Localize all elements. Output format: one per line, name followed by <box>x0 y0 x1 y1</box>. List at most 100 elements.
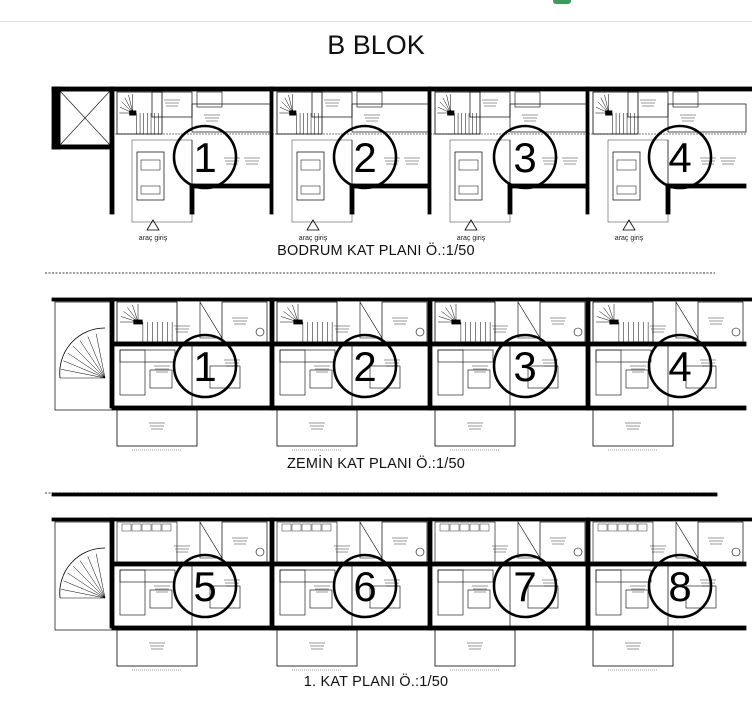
wc <box>356 91 383 108</box>
sofa-icon <box>595 569 652 583</box>
storage-room <box>351 103 431 133</box>
stair-newel <box>133 319 143 325</box>
wall <box>587 561 747 567</box>
stair-step <box>132 304 139 323</box>
outer-wall <box>51 517 752 522</box>
wall <box>429 625 589 631</box>
unit-1-zemin-circle <box>172 333 238 399</box>
entry-label: araç giriş <box>615 235 644 242</box>
unit-3-zemin-number: 3 <box>513 343 536 390</box>
stair-step <box>604 94 609 114</box>
sofa-icon <box>595 349 622 396</box>
party-wall <box>269 517 275 631</box>
party-wall <box>427 86 432 215</box>
car-rear-window <box>458 185 479 195</box>
outer-wall <box>109 297 115 409</box>
outer-wall <box>51 144 113 150</box>
unit-3-bodrum-number: 3 <box>513 134 536 181</box>
unit-2-zemin-number: 2 <box>353 343 376 390</box>
wall <box>587 625 747 631</box>
unit-8-kat1-number: 8 <box>668 563 691 610</box>
outer-wall <box>109 86 115 215</box>
stair-step <box>288 94 293 114</box>
kitchen-cabinet <box>121 523 132 532</box>
kat1-caption: 1. KAT PLANI Ö.:1/50 <box>303 674 449 690</box>
header-divider <box>0 21 752 22</box>
unit-5-kat1-circle <box>172 553 238 619</box>
entry-triangle-icon <box>464 219 478 231</box>
wall <box>111 561 271 567</box>
kitchen-cabinet <box>607 523 618 532</box>
stair-newel <box>289 110 297 116</box>
wall <box>665 183 671 215</box>
entry-triangle-icon <box>146 219 160 231</box>
stair-core <box>54 301 113 411</box>
car-rear-window <box>300 185 321 195</box>
stair-step <box>95 553 106 599</box>
car-windshield <box>140 159 161 171</box>
sofa-icon <box>279 349 306 396</box>
stair-step <box>95 333 106 379</box>
kitchen <box>592 521 654 563</box>
wall <box>429 405 589 411</box>
spiral-stair-icon <box>59 327 106 379</box>
stair-step <box>450 304 457 323</box>
balcony <box>434 409 516 447</box>
unit-3-bodrum-circle <box>492 124 558 190</box>
outer-wall <box>51 86 752 92</box>
stair-step <box>127 307 139 323</box>
spiral-stair-icon <box>59 547 106 599</box>
stair-newel <box>605 110 613 116</box>
kitchen-cabinet <box>131 523 142 532</box>
hall <box>517 300 541 339</box>
hall <box>675 520 699 559</box>
sofa-icon <box>119 569 176 583</box>
hall <box>199 300 223 339</box>
table-icon <box>149 589 173 609</box>
kitchen-cabinet <box>597 523 608 532</box>
table-icon <box>625 589 649 609</box>
wc <box>514 91 541 108</box>
toilet-icon <box>573 327 583 337</box>
bed-icon <box>527 365 559 389</box>
bodrum-caption: BODRUM KAT PLANI Ö.:1/50 <box>277 243 475 259</box>
stair-step <box>67 352 106 379</box>
kitchen <box>434 521 496 563</box>
unit-1-bodrum-number: 1 <box>193 134 216 181</box>
entry-label: araç giriş <box>457 235 486 242</box>
stair-newel <box>129 110 137 116</box>
kitchen <box>276 521 338 563</box>
wall <box>271 625 431 631</box>
hall <box>517 520 541 559</box>
unit-2-bodrum-circle <box>332 124 398 190</box>
sofa-icon <box>119 349 146 396</box>
kitchen <box>116 521 178 563</box>
wall <box>429 341 589 347</box>
car-windshield <box>458 159 479 171</box>
stair-step <box>60 588 106 599</box>
unit-4-zemin-circle <box>647 333 713 399</box>
wall <box>507 183 513 215</box>
stair-step <box>79 560 106 599</box>
zemin-caption: ZEMİN KAT PLANI Ö.:1/50 <box>286 456 466 472</box>
entry-triangle-icon <box>622 219 636 231</box>
stair-step <box>79 340 106 379</box>
toilet-icon <box>415 547 425 557</box>
kitchen-cabinet <box>449 523 460 532</box>
party-wall <box>427 297 433 411</box>
toilet-icon <box>731 327 741 337</box>
kitchen-cabinet <box>321 523 332 532</box>
sofa-icon <box>437 349 464 396</box>
sofa-icon <box>279 569 336 583</box>
hall <box>199 520 223 559</box>
toilet-icon <box>573 547 583 557</box>
stair-step <box>600 97 609 114</box>
hall <box>675 300 699 339</box>
kitchen-cabinet <box>637 523 648 532</box>
kitchen-cabinet <box>281 523 292 532</box>
table-icon <box>309 369 333 389</box>
stair-step <box>63 360 106 379</box>
toilet-icon <box>255 547 265 557</box>
balcony <box>116 629 198 667</box>
stair-step <box>87 336 106 379</box>
